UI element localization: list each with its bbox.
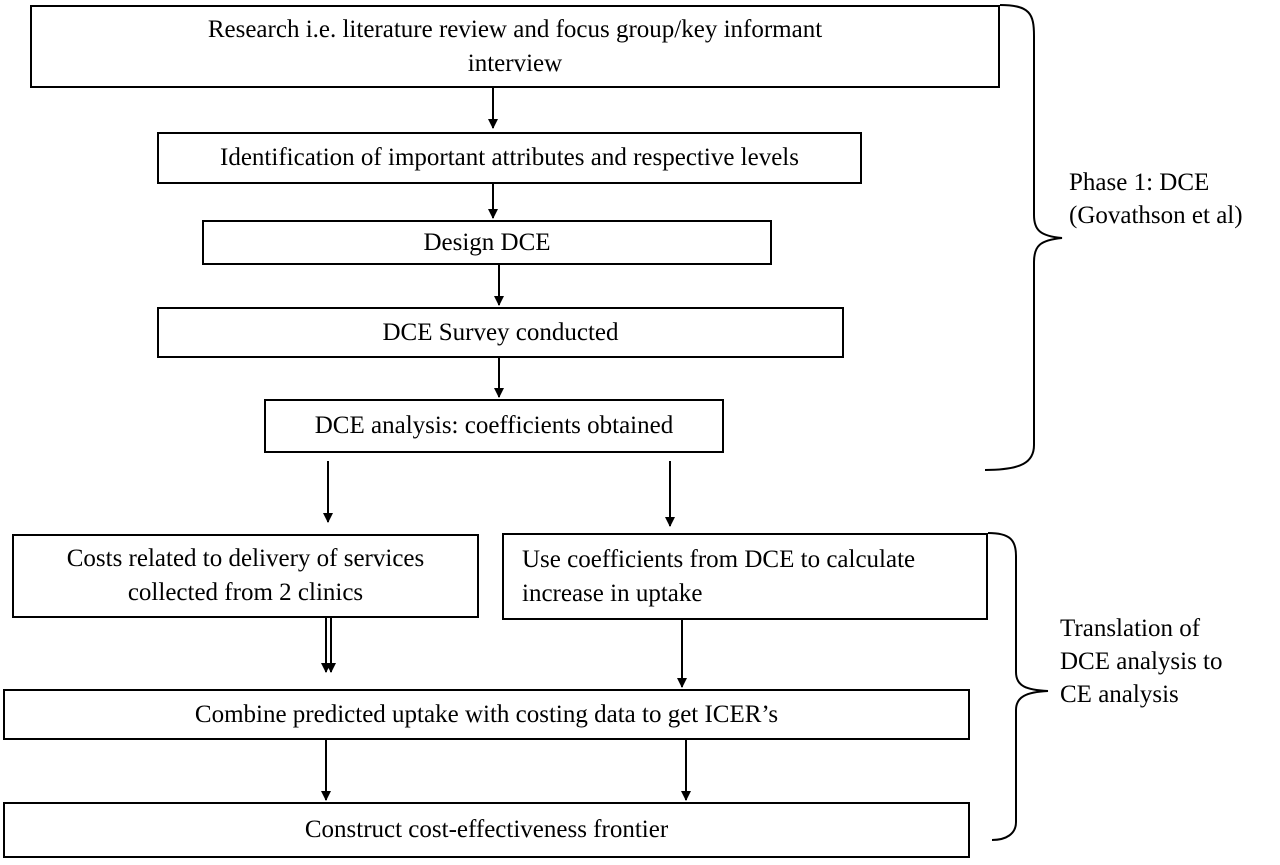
combine-box: Combine predicted uptake with costing da… [3,689,970,740]
design-dce-text: Design DCE [423,228,551,256]
dce-analysis-box: DCE analysis: coefficients obtained [264,399,724,453]
phase2-label-line1: Translation of [1060,615,1201,642]
identification-box: Identification of important attributes a… [157,132,862,184]
research-text-line1: Research i.e. literature review and focu… [207,15,823,43]
frontier-box: Construct cost-effectiveness frontier [3,802,970,858]
coefficients-box: Use coefficients from DCE to calculate i… [502,533,988,620]
coefficients-text-line2: increase in uptake [522,579,703,607]
dce-survey-text: DCE Survey conducted [382,318,619,346]
phase2-label: Translation of DCE analysis to CE analys… [1060,612,1223,711]
costs-box: Costs related to delivery of services co… [12,534,479,618]
identification-text: Identification of important attributes a… [220,144,799,171]
phase1-label-line2: (Govathson et al) [1069,202,1243,229]
research-box: Research i.e. literature review and focu… [30,5,1000,88]
frontier-text: Construct cost-effectiveness frontier [304,816,669,843]
design-dce-box: Design DCE [202,220,772,265]
coefficients-text-line1: Use coefficients from DCE to calculate [522,545,916,573]
phase2-label-line2: DCE analysis to [1060,648,1223,675]
phase1-label-line1: Phase 1: DCE [1069,169,1210,196]
dce-survey-box: DCE Survey conducted [157,307,844,358]
combine-text: Combine predicted uptake with costing da… [194,700,779,728]
phase2-label-line3: CE analysis [1060,681,1179,708]
phase2-brace [987,532,1049,841]
phase1-brace [984,4,1063,471]
phase1-label: Phase 1: DCE (Govathson et al) [1069,166,1243,232]
costs-text-line1: Costs related to delivery of services [66,545,425,572]
costs-text-line2: collected from 2 clinics [127,579,364,606]
dce-analysis-text: DCE analysis: coefficients obtained [314,412,674,439]
research-text-line2: interview [467,49,563,77]
